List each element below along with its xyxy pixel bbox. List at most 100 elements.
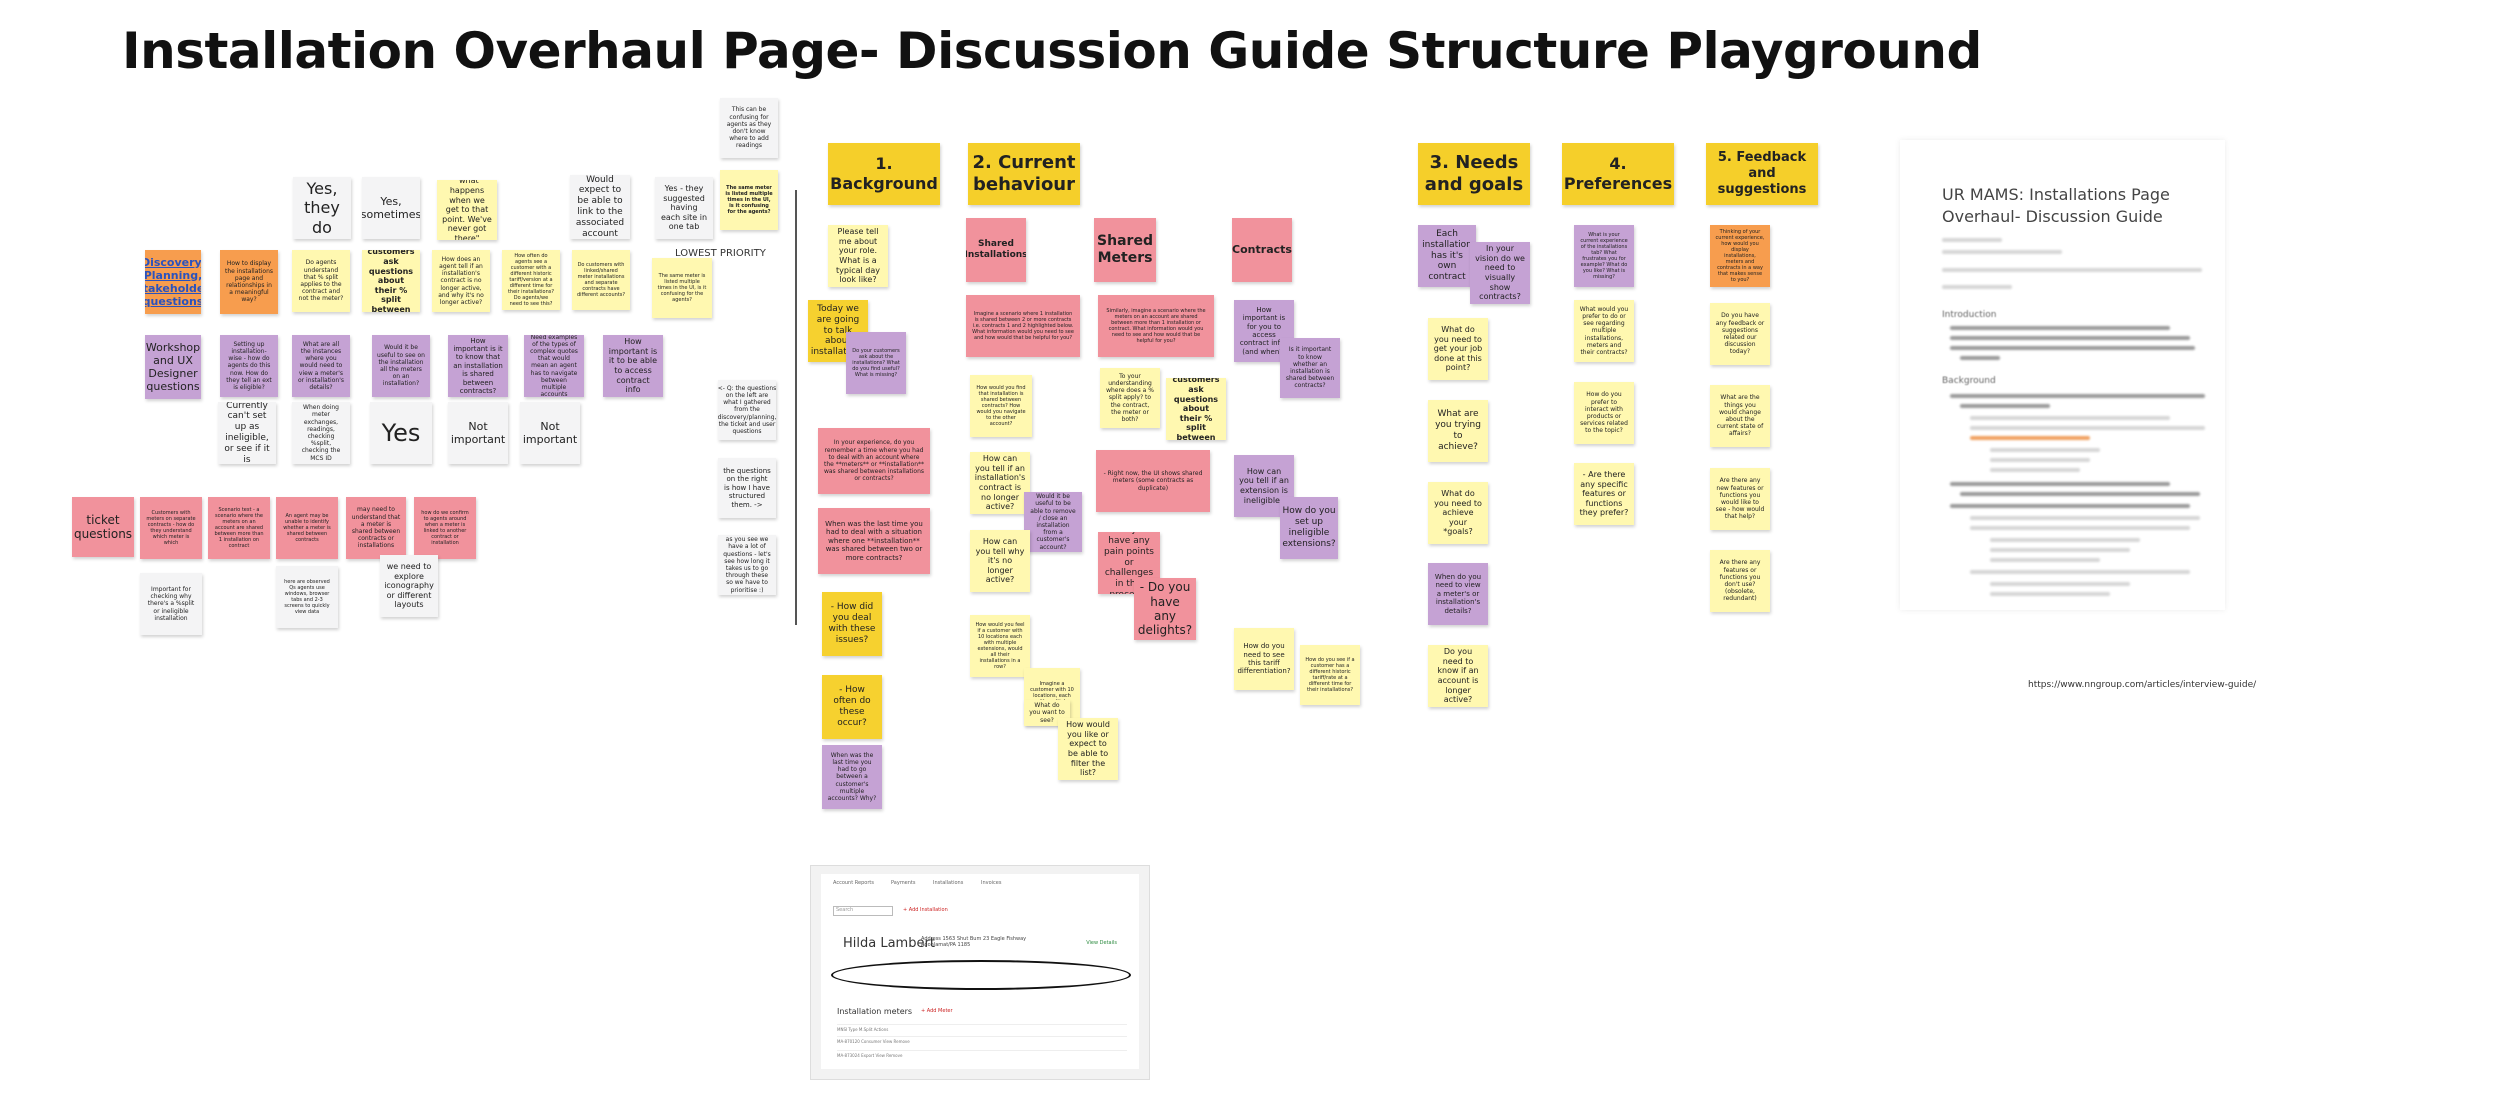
sticky-each-installation[interactable]: Each installation has it's own contract	[1418, 225, 1476, 287]
sticky-may-need[interactable]: may need to understand that a meter is s…	[346, 497, 406, 559]
sticky-features[interactable]: - Are there any specific features or fun…	[1574, 463, 1634, 525]
sticky-currently-cant[interactable]: Currently can't set up as ineligible, or…	[218, 402, 276, 464]
mockup-table-header: MNSI Type M.Split Actions	[837, 1024, 1127, 1032]
sticky-workshop[interactable]: Workshop and UX Designer questions	[145, 335, 201, 399]
mockup-highlight-oval	[831, 960, 1131, 990]
sticky-why-no-longer[interactable]: How can you tell why it's no longer acti…	[970, 530, 1030, 592]
table-row: MA-870120 Consumer View Remove	[837, 1036, 1127, 1044]
sticky-small-pink-1[interactable]: Customers with meters on separate contra…	[140, 497, 202, 559]
mockup-tab-account-reports[interactable]: Account Reports	[833, 880, 874, 886]
sticky-imagine-meters[interactable]: Similarly, imagine a scenario where the …	[1098, 295, 1214, 357]
sticky-longer-active[interactable]: Do you need to know if an account is lon…	[1428, 645, 1488, 707]
mockup-tab-payments[interactable]: Payments	[891, 880, 916, 886]
sticky-in-your-vision[interactable]: In your vision do we need to visually sh…	[1470, 242, 1530, 304]
mockup-tab-installations[interactable]: Installations	[933, 880, 964, 886]
sticky-yes-sometimes[interactable]: Yes, sometimes	[362, 177, 420, 239]
sticky-yes-suggested[interactable]: Yes - they suggested having each site in…	[655, 177, 713, 239]
sticky-observed[interactable]: here are observed Qs agents use windows,…	[276, 566, 338, 628]
document-title: UR MAMS: Installations Page Overhaul- Di…	[1942, 185, 2170, 226]
sticky-how-important-access[interactable]: How important is it to be able to access…	[603, 335, 663, 397]
sticky-how-often[interactable]: - How often do these occur?	[822, 675, 882, 739]
sticky-complex-quotes[interactable]: Need examples of the types of complex qu…	[524, 335, 584, 397]
sticky-how-important-shared[interactable]: How important is it to know that an inst…	[448, 335, 508, 397]
sticky-shared-install-yellow[interactable]: How would you find that installation is …	[970, 375, 1032, 437]
sticky-remove-close[interactable]: Would it be useful to be able to remove …	[1024, 492, 1082, 552]
sticky-tell-no-longer[interactable]: How can you tell if an installation's co…	[970, 452, 1030, 514]
sticky-important-checking[interactable]: Important for checking why there's a %sp…	[140, 573, 202, 635]
sticky-scenario-meters[interactable]: Scenario test - a scenario where the met…	[208, 497, 270, 559]
sticky-customers-split[interactable]: Do customers ask questions about their %…	[1166, 378, 1226, 440]
sticky-customers-ask[interactable]: Do customers ask questions about their %…	[362, 250, 420, 312]
divider	[795, 190, 797, 625]
sticky-how-to-confirm[interactable]: how do we confirm to agents around when …	[414, 497, 476, 559]
sticky-new-features[interactable]: Are there any new features or functions …	[1710, 468, 1770, 530]
mockup-add-meter-button[interactable]: + Add Meter	[921, 1008, 953, 1014]
sticky-not-important-1[interactable]: Not important	[448, 402, 508, 464]
header-shared-installations: Shared Installations	[966, 218, 1026, 282]
sticky-goals[interactable]: What do you need to achieve your *goals?	[1428, 482, 1488, 544]
sticky-same-meter[interactable]: The same meter is listed multiple times …	[652, 258, 712, 318]
sticky-feel-customer[interactable]: How would you feel if a customer with 10…	[970, 615, 1030, 677]
sticky-same-meter-top[interactable]: The same meter is listed multiple times …	[720, 170, 778, 230]
mockup-view-details-link[interactable]: View Details	[1086, 940, 1117, 946]
sticky-explore[interactable]: we need to explore iconography or differ…	[380, 555, 438, 617]
sticky-as-you-see[interactable]: as you see we have a lot of questions - …	[718, 535, 776, 595]
sticky-right-now[interactable]: - Right now, the UI shows shared meters …	[1096, 450, 1210, 512]
sticky-is-important[interactable]: Is it important to know whether an insta…	[1280, 338, 1340, 398]
sticky-yes[interactable]: Yes	[370, 402, 432, 464]
sticky-any-feedback[interactable]: Do you have any feedback or suggestions …	[1710, 303, 1770, 365]
reference-url[interactable]: https://www.nngroup.com/articles/intervi…	[2028, 680, 2257, 690]
sticky-change[interactable]: What are the things you would change abo…	[1710, 385, 1770, 447]
sticky-dont-use[interactable]: Are there any features or functions you …	[1710, 550, 1770, 612]
sticky-set-up-ineligible[interactable]: How do you set up ineligible extensions?	[1280, 497, 1338, 559]
sticky-view-meter[interactable]: When do you need to view a meter's or in…	[1428, 563, 1488, 625]
sticky-instances[interactable]: What are all the instances where you wou…	[292, 335, 350, 397]
sticky-tell-me[interactable]: Please tell me about your role. What is …	[828, 225, 888, 287]
sticky-how-agent-tell[interactable]: How does an agent tell if an installatio…	[432, 250, 490, 312]
sticky-thinking[interactable]: Thinking of your current experience, how…	[1710, 225, 1770, 287]
sticky-current-exp[interactable]: What is your current experience of the i…	[1574, 225, 1634, 287]
sticky-interact[interactable]: How do you prefer to interact with produ…	[1574, 382, 1634, 444]
sticky-achieve[interactable]: What are you trying to achieve?	[1428, 400, 1488, 462]
sticky-would-prefer[interactable]: What would you prefer to do or see regar…	[1574, 300, 1634, 362]
sticky-questions-left[interactable]: <- Q: the questions on the left are what…	[718, 380, 776, 440]
sticky-job[interactable]: What do you need to get your job done at…	[1428, 318, 1488, 380]
header-shared-meters: Shared Meters	[1094, 218, 1156, 282]
mockup-customer-name: Hilda Lambert	[843, 936, 935, 951]
sticky-imagine-installation[interactable]: Imagine a scenario where 1 installation …	[966, 295, 1080, 357]
sticky-how-display[interactable]: How to display the installations page an…	[220, 250, 278, 314]
document-heading-background: Background	[1942, 376, 1996, 386]
sticky-would-expect[interactable]: Would expect to be able to link to the a…	[570, 175, 630, 239]
sticky-not-important-2[interactable]: Not important	[520, 402, 580, 464]
sticky-linked-installations[interactable]: Do customers with linked/shared meter in…	[572, 250, 630, 310]
sticky-what-happens[interactable]: "what happens when we get to that point.…	[437, 180, 497, 240]
mockup-search-input[interactable]: Search	[833, 906, 893, 916]
sticky-questions-right[interactable]: the questions on the right is how I have…	[718, 458, 776, 518]
sticky-background-purple[interactable]: Do your customers ask about the installa…	[846, 332, 906, 394]
sticky-yes-they-do[interactable]: Yes, they do	[293, 177, 351, 239]
sticky-like-filter[interactable]: How would you like or expect to be able …	[1058, 718, 1118, 780]
mockup-add-installation-button[interactable]: + Add Installation	[903, 907, 948, 913]
sticky-discovery[interactable]: Discovery, Planning, stakeholder questio…	[145, 250, 201, 314]
sticky-understanding[interactable]: To your understanding where does a % spl…	[1100, 368, 1160, 428]
sticky-how-deal[interactable]: - How did you deal with these issues?	[822, 592, 882, 656]
sticky-when-doing[interactable]: When doing meter exchanges, readings, ch…	[292, 402, 350, 464]
sticky-confusing[interactable]: This can be confusing for agents as they…	[720, 98, 778, 158]
sticky-agent-unable[interactable]: An agent may be unable to identify wheth…	[276, 497, 338, 559]
sticky-see-all-meters[interactable]: Would it be useful to see on the install…	[372, 335, 430, 397]
sticky-experience[interactable]: In your experience, do you remember a ti…	[818, 428, 930, 494]
sticky-delights[interactable]: - Do you have any delights?	[1134, 578, 1196, 640]
sticky-tariff-diff[interactable]: How do you need to see this tariff diffe…	[1234, 628, 1294, 690]
mockup-tab-invoices[interactable]: Invoices	[981, 880, 1002, 886]
sticky-setting-up[interactable]: Setting up installation-wise - how do ag…	[220, 335, 278, 397]
installations-mockup: Account Reports Payments Installations I…	[810, 865, 1150, 1080]
mockup-content: Account Reports Payments Installations I…	[821, 874, 1139, 1069]
sticky-last-time-went[interactable]: When was the last time you had to go bet…	[822, 745, 882, 809]
sticky-how-often-see[interactable]: How often do agents see a customer with …	[502, 250, 560, 310]
sticky-historic[interactable]: How do you see if a customer has a diffe…	[1300, 645, 1360, 705]
sticky-ticket[interactable]: ticket questions	[72, 497, 134, 557]
header-background: 1. Background	[828, 143, 940, 205]
document-heading-introduction: Introduction	[1942, 310, 1997, 320]
sticky-last-time[interactable]: When was the last time you had to deal w…	[818, 508, 930, 574]
sticky-agents-understand[interactable]: Do agents understand that % split applie…	[292, 250, 350, 312]
